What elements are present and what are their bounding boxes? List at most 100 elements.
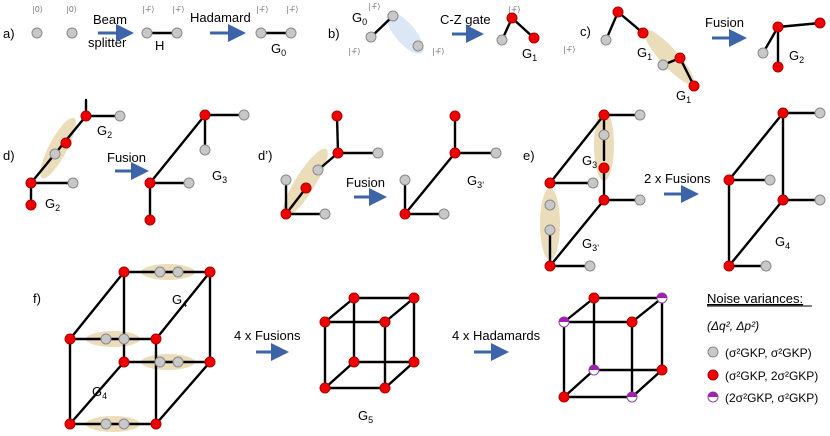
node (300, 182, 312, 194)
node (764, 174, 776, 186)
beam-label: Beam (93, 12, 127, 27)
node (723, 174, 735, 186)
node (399, 208, 411, 220)
edge (403, 151, 457, 216)
node (183, 177, 195, 189)
node (544, 199, 556, 211)
node (100, 418, 112, 430)
g3-label: G3 (582, 153, 597, 170)
panel-c-label: c) (580, 24, 591, 39)
node (114, 110, 126, 122)
fusion-label: Fusion (346, 175, 385, 190)
edge (548, 198, 606, 268)
fusion-label: Fusion (107, 150, 146, 165)
panel-d-label: d) (3, 148, 15, 163)
node (438, 208, 450, 220)
node (285, 27, 297, 39)
ket-zero-1: |0⟩ (32, 5, 43, 14)
node (319, 382, 331, 394)
ket-zero-2: |0⟩ (66, 5, 77, 14)
node (100, 333, 112, 345)
node (449, 147, 461, 159)
node (637, 27, 649, 39)
node (348, 292, 360, 304)
node (204, 266, 216, 278)
node (332, 147, 344, 159)
legend-red-swatch (707, 369, 719, 381)
node (141, 27, 153, 39)
edge (383, 296, 416, 324)
node (772, 21, 784, 33)
ket-plus: |+̃⟩ (256, 5, 269, 14)
panel-a-label: a) (3, 26, 15, 41)
edge (29, 114, 88, 185)
node (204, 356, 216, 368)
node (118, 266, 130, 278)
g4-label: G4 (775, 234, 790, 251)
node (588, 292, 600, 304)
node (154, 356, 166, 368)
h-label: H (155, 38, 164, 53)
hadamards-label: 4 x Hadamards (452, 328, 541, 343)
g3p-label: G3’ (582, 236, 599, 253)
ket-plus: |+̃⟩ (508, 5, 521, 14)
node (412, 40, 424, 52)
g5-label: G5 (358, 408, 373, 425)
node (688, 80, 700, 92)
ket-plus: |+̃⟩ (348, 47, 361, 56)
edge (335, 114, 340, 155)
half-node (656, 292, 668, 304)
node (144, 214, 156, 226)
edge (383, 360, 416, 390)
fusions-label: 4 x Fusions (234, 328, 301, 343)
legend: Noise variances: (Δq², Δp²) (σ²GKP, σ²GK… (707, 291, 818, 405)
panel-c: c) G1 G1 Fusion G2 (580, 6, 826, 105)
node (379, 316, 391, 328)
g0-label: G0 (352, 10, 367, 27)
node (777, 194, 789, 206)
node (757, 47, 769, 59)
node (66, 27, 78, 39)
node (587, 177, 599, 189)
node (760, 260, 772, 272)
node (814, 107, 826, 119)
edge (562, 296, 596, 324)
node (399, 174, 411, 186)
edge (68, 360, 126, 426)
ket-plus: |+̃⟩ (563, 45, 576, 54)
edge (548, 113, 606, 185)
g3-label: G3 (212, 168, 227, 185)
node (80, 110, 92, 122)
g3p-label: G3’ (467, 173, 484, 190)
panel-f-label: f) (33, 291, 41, 306)
fusions-label: 2 x Fusions (644, 171, 711, 186)
node (408, 356, 420, 368)
g2-label: G2 (45, 196, 60, 213)
node (348, 356, 360, 368)
g4-label: G4 (172, 292, 187, 309)
node (312, 164, 324, 176)
edge (323, 296, 356, 324)
node (814, 194, 826, 206)
legend-title: Noise variances: (707, 291, 803, 306)
node (25, 177, 37, 189)
edge (148, 113, 207, 185)
node (490, 147, 502, 159)
panel-e-label: e) (523, 148, 535, 163)
g2-label: G2 (97, 123, 112, 140)
node (544, 177, 556, 189)
node (150, 418, 162, 430)
cz-label: C-Z gate (440, 12, 491, 27)
node (255, 27, 267, 39)
node (528, 32, 540, 44)
panel-a: a) |0⟩ |0⟩ Beam splitter |+̃⟩ |+̃⟩ H Had… (3, 5, 299, 58)
legend-item-half: (2σ²GKP, σ²GKP) (725, 391, 818, 405)
edge (562, 368, 596, 399)
g1-label: G1 (522, 46, 537, 63)
node (598, 109, 610, 121)
node (814, 17, 826, 29)
g4-label: G4 (92, 384, 107, 401)
ket-plus: |+̃⟩ (142, 5, 155, 14)
fusion-label: Fusion (705, 15, 744, 30)
node (64, 333, 76, 345)
